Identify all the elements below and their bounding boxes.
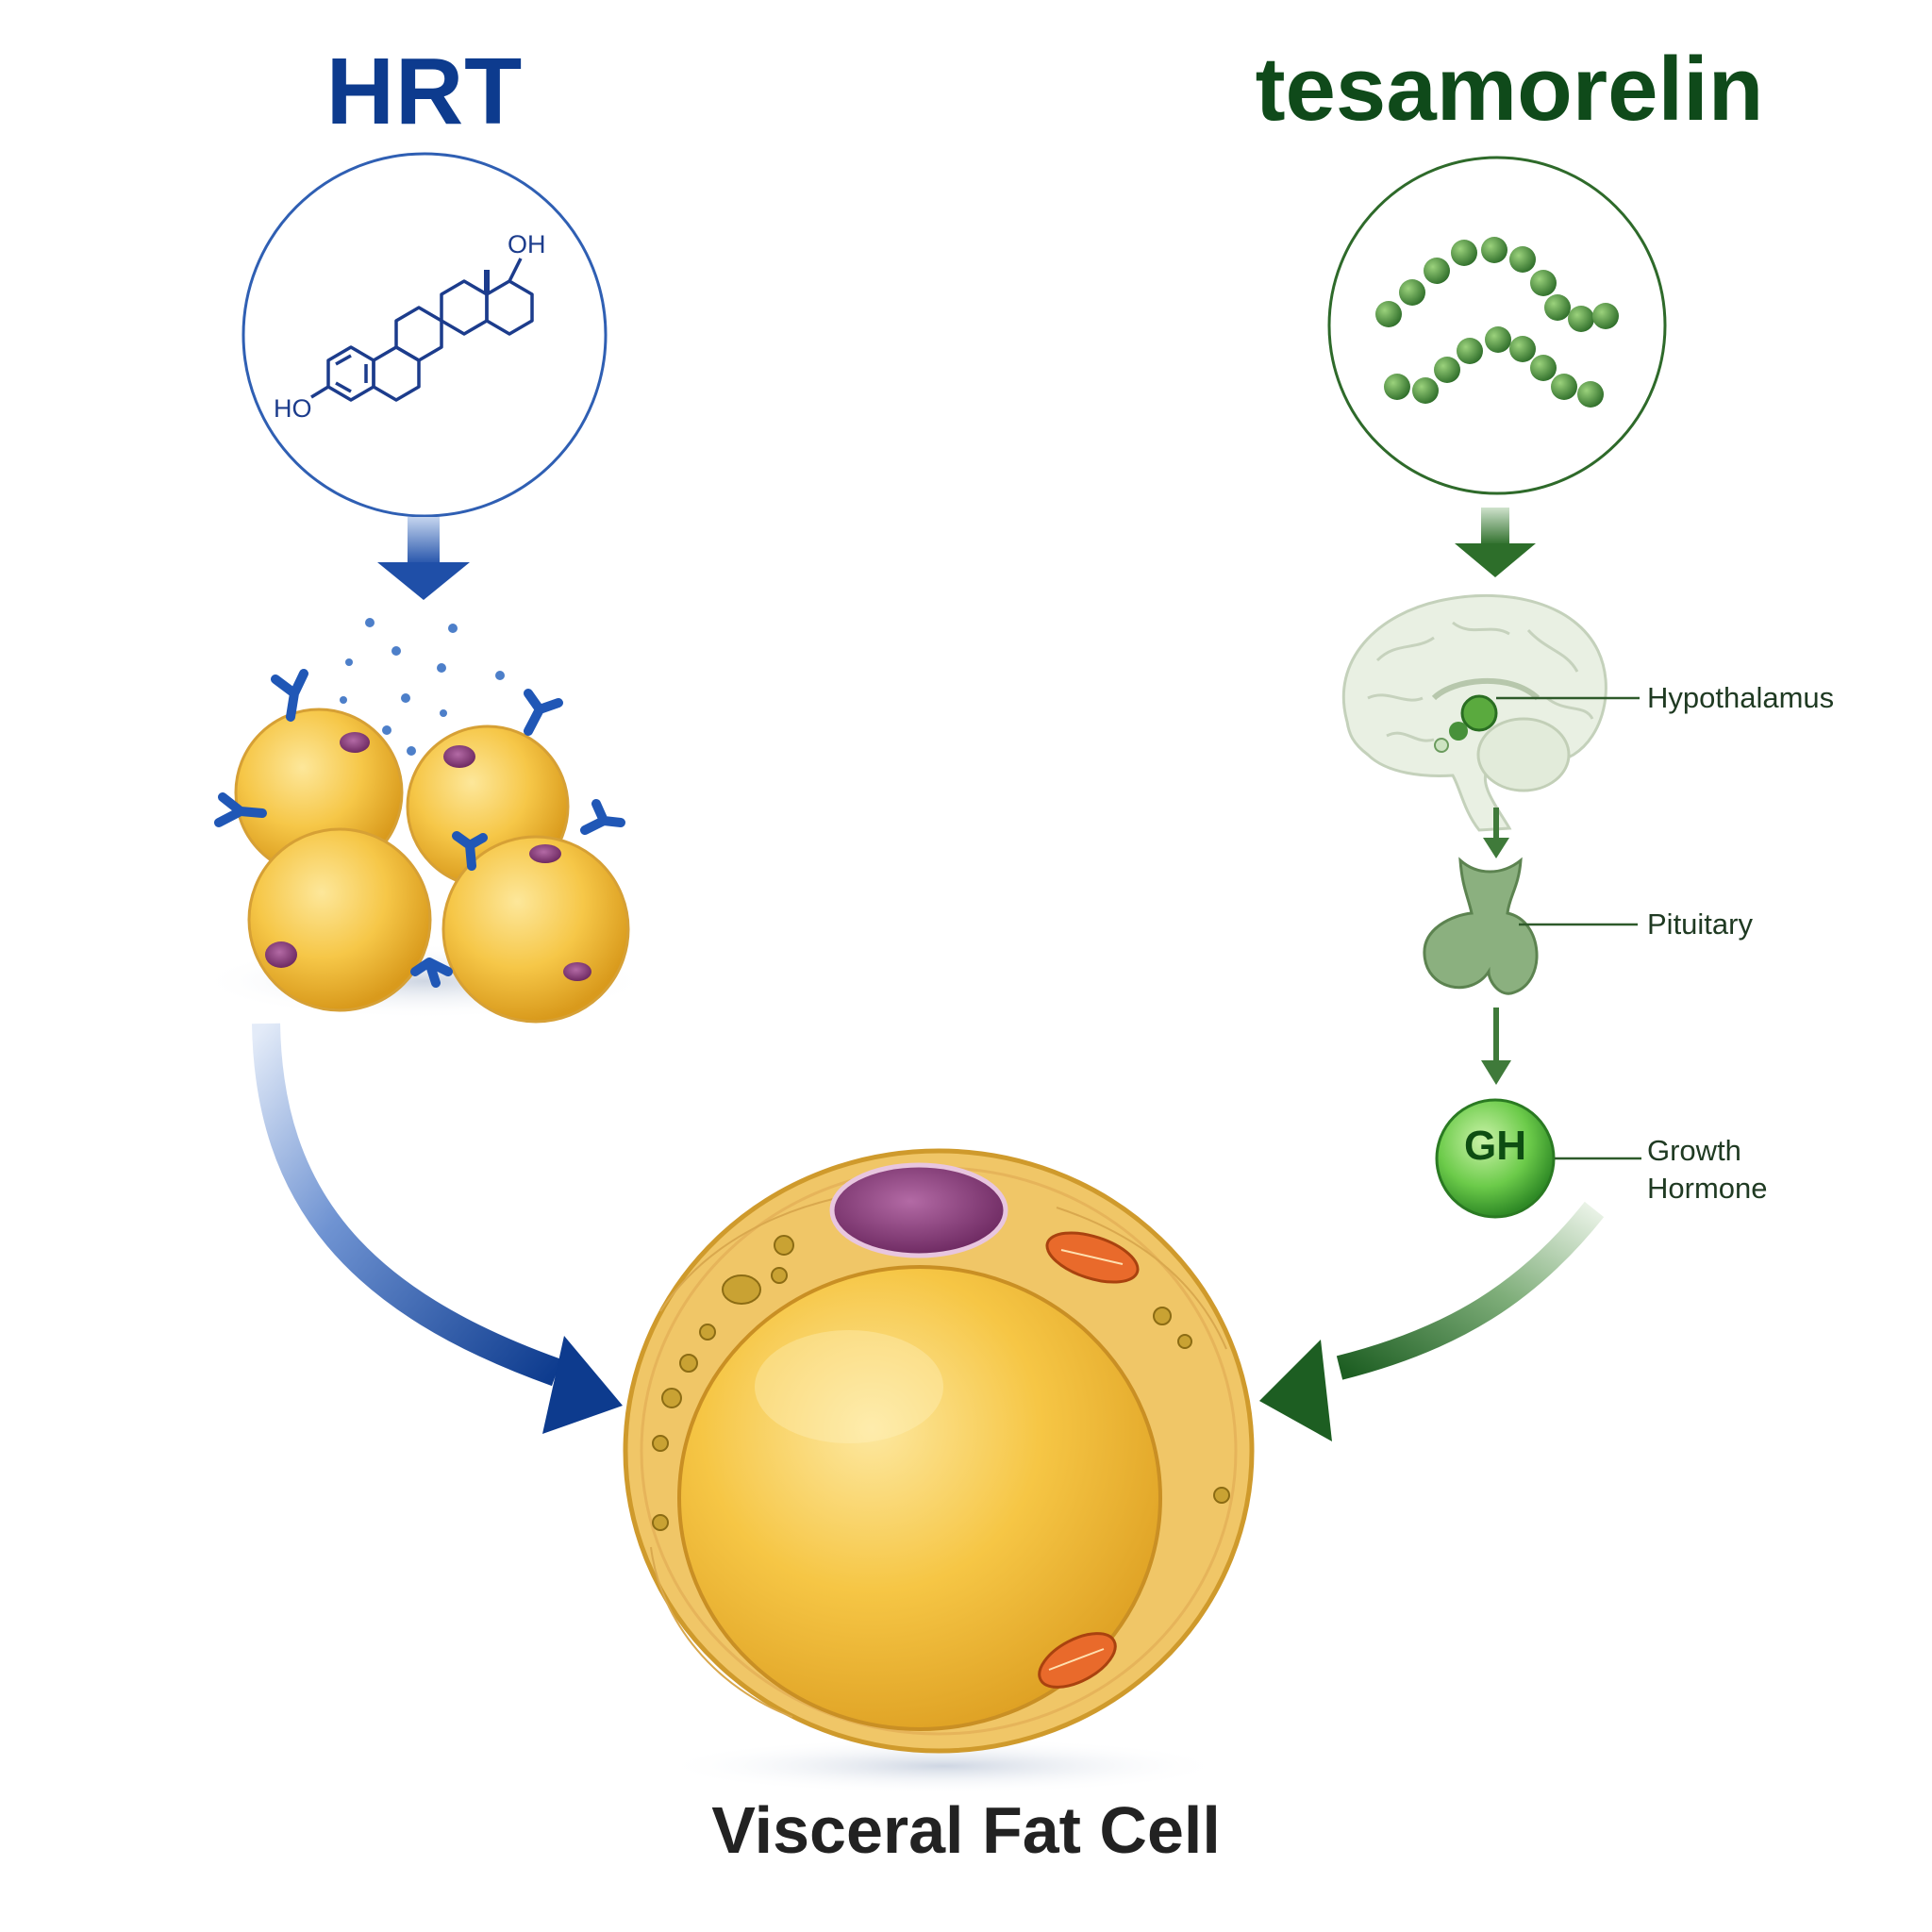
gh-badge-text: GH xyxy=(1464,1123,1526,1169)
molecule-ho-label: HO xyxy=(274,394,312,423)
hrt-down-arrow-shaft xyxy=(408,517,440,566)
growth-hormone-label: Growth Hormone xyxy=(1647,1132,1768,1208)
hrt-curve-arrow-head xyxy=(542,1336,623,1434)
hormone-particles xyxy=(340,618,505,756)
hypothalamus-label: Hypothalamus xyxy=(1647,681,1835,714)
peptide-chain-icon xyxy=(1375,237,1619,408)
tesamorelin-peptide-circle xyxy=(1327,156,1667,495)
pituitary-icon xyxy=(1423,857,1539,995)
growth-hormone-line-1: Growth xyxy=(1647,1134,1741,1167)
tes-curve-arrow xyxy=(1336,1201,1605,1380)
tes-down-arrow-head xyxy=(1455,543,1536,577)
tes-down-arrow-shaft xyxy=(1481,508,1509,545)
hrt-title: HRT xyxy=(325,39,524,144)
tes-curve-arrow-head xyxy=(1259,1340,1332,1441)
gh-circle xyxy=(1435,1098,1556,1219)
molecule-oh-label: OH xyxy=(508,230,546,258)
adipocyte-cluster xyxy=(198,708,651,1024)
receptor-icons xyxy=(214,669,625,988)
estradiol-structure-icon xyxy=(310,258,534,402)
visceral-fat-cell-title: Visceral Fat Cell xyxy=(711,1793,1221,1867)
hrt-molecule-circle xyxy=(242,152,608,518)
pituitary-label: Pituitary xyxy=(1647,908,1753,941)
hrt-curve-arrow xyxy=(252,1023,562,1387)
hypo-to-pit-arrow-head xyxy=(1483,838,1509,858)
tesamorelin-title: tesamorelin xyxy=(1255,39,1764,140)
hrt-down-arrow-head xyxy=(377,562,470,600)
brain-icon xyxy=(1341,593,1607,832)
visceral-fat-cell xyxy=(623,1148,1255,1794)
pit-to-gh-arrow-head xyxy=(1481,1060,1511,1085)
growth-hormone-line-2: Hormone xyxy=(1647,1172,1768,1205)
